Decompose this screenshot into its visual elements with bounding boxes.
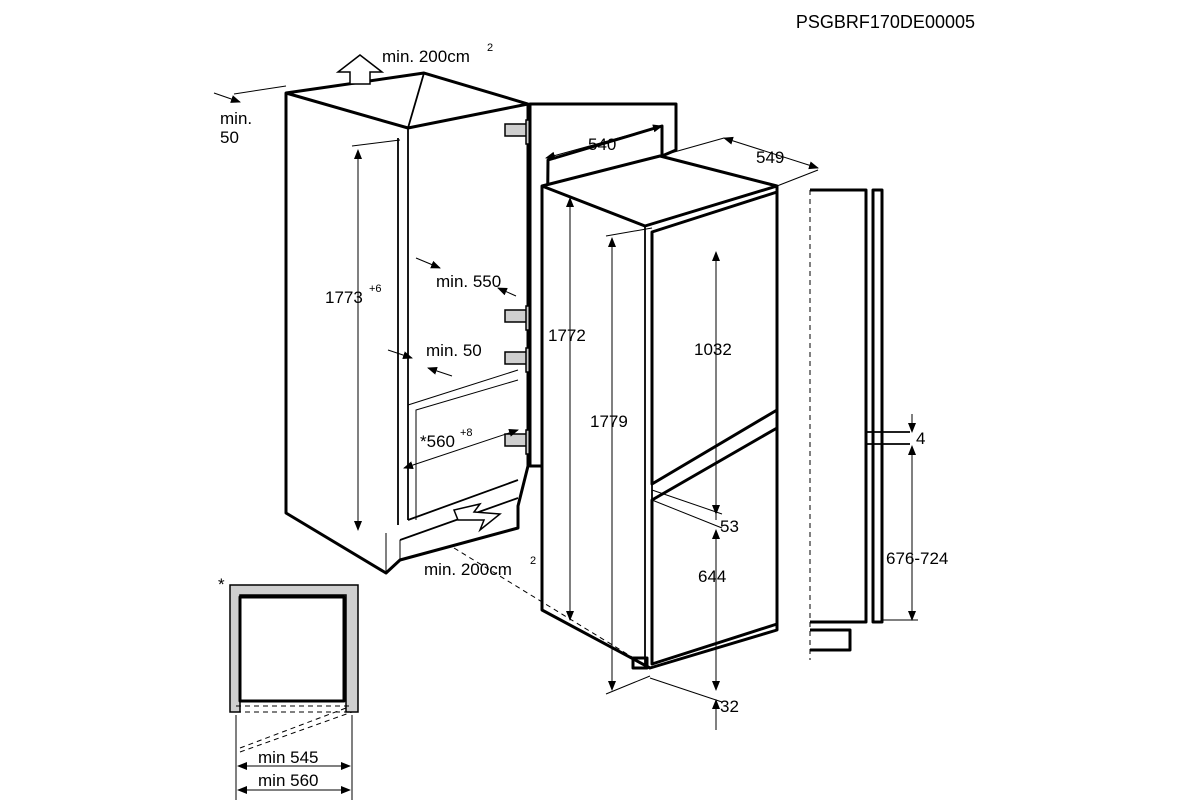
rear-gap-label: min. 50 [426, 341, 482, 360]
vent-bottom-sup: 2 [530, 555, 536, 567]
rear-gap-arrow-right [427, 367, 453, 377]
vent-bottom-label: min. 200cm [424, 560, 512, 579]
furniture-door-panel [809, 188, 910, 660]
niche-height-dimension [351, 139, 401, 531]
lower-door-dimension [649, 499, 723, 703]
vent-top-sup: 2 [487, 42, 493, 54]
niche-width-label: *560 [420, 432, 455, 451]
niche-width-dimension [403, 429, 519, 469]
bottom-vent-arrow-icon [452, 502, 502, 533]
side-gap-dimension [213, 85, 287, 103]
appliance-depth-dimension [659, 136, 819, 187]
lower-door-label: 644 [698, 567, 726, 586]
overall-height-label: 1779 [590, 412, 628, 431]
appliance-height-label: 1772 [548, 326, 586, 345]
depth-min-arrow-right [497, 287, 517, 297]
appliance-width-dimension [545, 124, 663, 160]
upper-door-label: 1032 [694, 340, 732, 359]
appliance-depth-label: 549 [756, 148, 784, 167]
depth-min-arrow [415, 257, 441, 269]
upper-door-dimension [651, 251, 723, 515]
lower-door [650, 426, 779, 666]
depth-min-label: min. 550 [436, 272, 501, 291]
appliance-width-label: 540 [588, 135, 616, 154]
plan-view-inset [229, 584, 359, 800]
upper-door [650, 190, 779, 486]
side-gap-min-label: min. [220, 109, 252, 128]
panel-range-label: 676-724 [886, 549, 948, 568]
rear-gap-arrow-left [387, 349, 413, 359]
top-vent-arrow-icon [335, 54, 385, 85]
niche-height-label: 1773 [325, 288, 363, 307]
niche-width-sup: +8 [460, 427, 473, 439]
door-gap-label: 53 [720, 517, 739, 536]
bottom-gap-label: 32 [720, 697, 739, 716]
min-545-label: min 545 [258, 748, 318, 767]
overall-height-dimension [605, 227, 653, 695]
side-gap-value-label: 50 [220, 128, 239, 147]
refrigerator-appliance [540, 154, 779, 670]
niche-height-sup: +6 [369, 283, 382, 295]
document-code: PSGBRF170DE00005 [796, 12, 975, 32]
vent-top-label: min. 200cm [382, 47, 470, 66]
asterisk-label: * [218, 575, 225, 594]
min-560-label: min 560 [258, 771, 318, 790]
panel-gap-label: 4 [916, 429, 925, 448]
niche-cabinet [284, 71, 530, 575]
vent-dash-line [453, 547, 651, 669]
